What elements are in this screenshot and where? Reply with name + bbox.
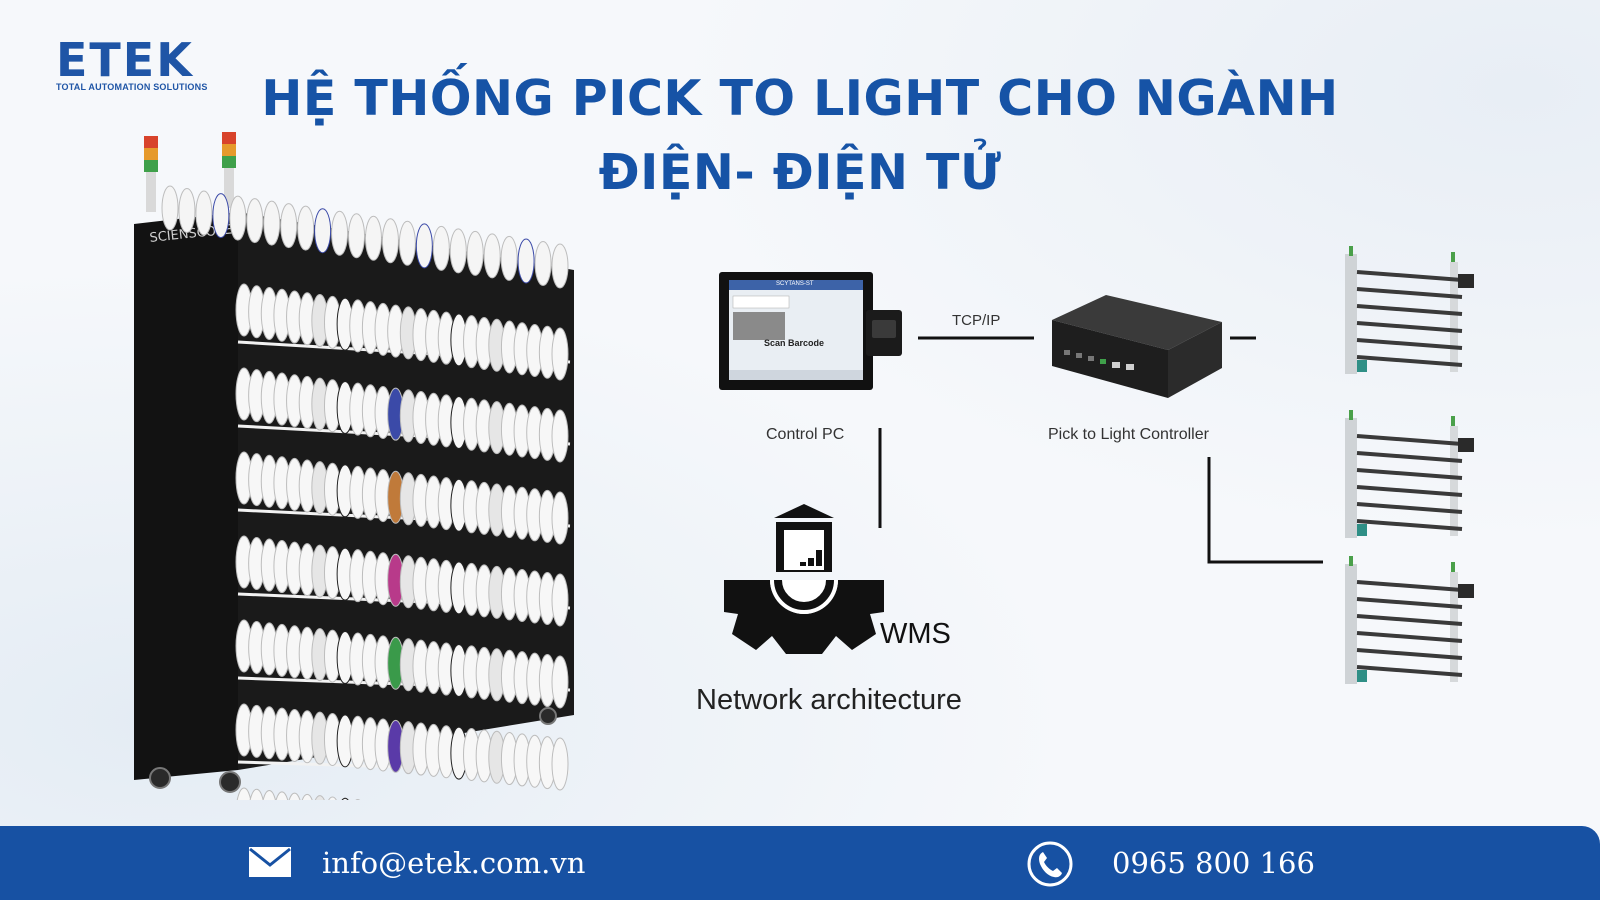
component-reel xyxy=(449,228,467,274)
controller-branch-line xyxy=(1207,457,1323,564)
signal-tower-right xyxy=(222,132,236,208)
component-reel xyxy=(288,792,301,800)
component-reel xyxy=(280,203,298,249)
tcpip-label: TCP/IP xyxy=(952,312,1001,329)
wms-warehouse-gear-icon xyxy=(724,504,884,654)
component-reel xyxy=(348,213,366,259)
controller-box-icon xyxy=(1052,295,1222,398)
component-reel xyxy=(551,409,569,463)
component-reel xyxy=(262,790,276,800)
mini-rack-icon xyxy=(1345,246,1474,374)
component-reel xyxy=(500,235,518,281)
footer-email[interactable]: info@etek.com.vn xyxy=(322,846,586,880)
component-reel xyxy=(229,195,247,241)
component-reel xyxy=(551,737,569,791)
component-reel xyxy=(161,185,179,231)
component-reel xyxy=(483,233,501,279)
component-reel xyxy=(364,215,382,261)
signal-tower-left xyxy=(144,136,158,212)
component-reel xyxy=(551,491,569,545)
component-reel xyxy=(212,193,230,239)
component-reel xyxy=(275,791,289,800)
title-line-2: ĐIỆN- ĐIỆN TỬ xyxy=(598,144,1002,201)
component-reel xyxy=(263,200,281,246)
component-reel xyxy=(314,795,325,800)
control-pc-icon xyxy=(719,272,902,390)
logo-wordmark: ETEK xyxy=(56,33,194,87)
component-reel xyxy=(534,240,552,286)
wms-label: WMS xyxy=(880,618,951,650)
component-reel xyxy=(341,797,349,800)
component-reel xyxy=(466,230,484,276)
component-reel xyxy=(551,655,569,709)
network-architecture-caption: Network architecture xyxy=(696,684,962,716)
reel-rack-illustration: SCIENSCOPE xyxy=(134,132,574,800)
company-logo: ETEK TOTAL AUTOMATION SOLUTIONS xyxy=(56,33,208,92)
component-reel xyxy=(328,796,337,800)
component-reel xyxy=(246,198,264,244)
component-reel xyxy=(331,210,349,256)
controller-label: Pick to Light Controller xyxy=(1048,426,1209,443)
component-reel xyxy=(398,220,416,266)
pc-screen-text: Scan Barcode xyxy=(764,338,825,348)
component-reel xyxy=(517,238,535,284)
component-reel xyxy=(297,205,315,251)
component-reel xyxy=(195,190,213,236)
component-reel xyxy=(381,218,399,264)
mini-rack-icon xyxy=(1345,556,1474,684)
component-reel xyxy=(551,573,569,627)
control-pc-label: Control PC xyxy=(766,426,845,443)
contact-footer: info@etek.com.vn 0965 800 166 xyxy=(0,826,1600,900)
component-reel xyxy=(178,188,196,234)
page-title: HỆ THỐNG PICK TO LIGHT CHO NGÀNH ĐIỆN- Đ… xyxy=(230,62,1370,210)
mini-rack-icon xyxy=(1345,410,1474,538)
phone-icon xyxy=(1027,841,1073,887)
mail-icon xyxy=(249,847,291,877)
component-reel xyxy=(551,243,569,289)
component-reel xyxy=(551,327,569,381)
title-line-1: HỆ THỐNG PICK TO LIGHT CHO NGÀNH xyxy=(261,70,1339,127)
component-reel xyxy=(415,223,433,269)
component-reel xyxy=(314,208,332,254)
component-reel xyxy=(432,225,450,271)
component-reel xyxy=(249,788,264,800)
footer-phone[interactable]: 0965 800 166 xyxy=(1112,846,1315,880)
pc-screen-title: SCYTANS-ST xyxy=(776,281,814,287)
component-reel xyxy=(301,793,313,800)
component-reel xyxy=(236,787,252,800)
logo-tagline: TOTAL AUTOMATION SOLUTIONS xyxy=(56,82,208,92)
